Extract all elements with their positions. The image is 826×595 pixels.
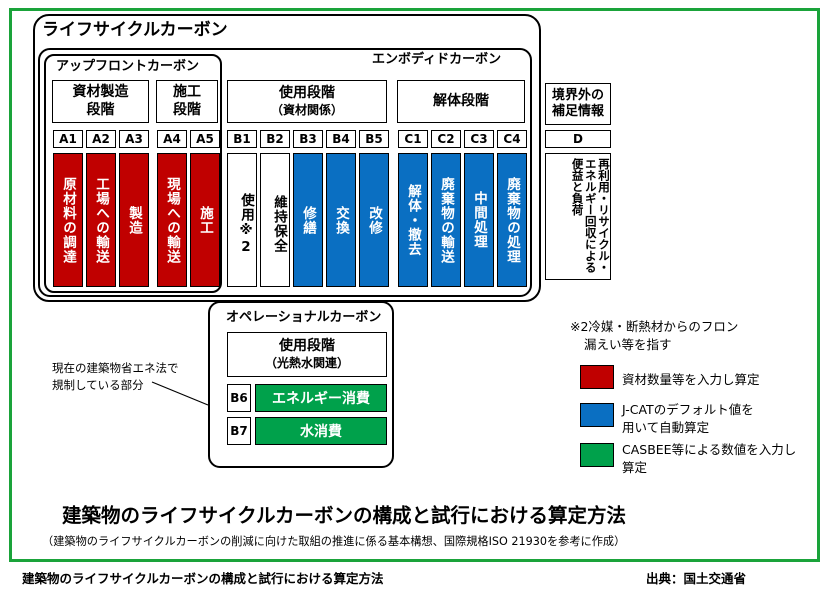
op-code-B6: B6: [227, 384, 251, 412]
footnote-line1: ※2冷媒・断熱材からのフロン: [570, 319, 739, 334]
module-column-B2: 維持保全: [260, 153, 290, 287]
main-subtitle: （建築物のライフサイクルカーボンの削減に向けた取組の推進に係る基本構想、国際規格…: [42, 535, 626, 548]
module-column-A3: 製造: [119, 153, 149, 287]
upfront-carbon-box: [44, 54, 222, 293]
module-column-B3: 修繕: [293, 153, 323, 287]
stage-construction-header: 施工段階: [156, 80, 218, 123]
stage-materials-line1: 資材製造: [72, 84, 129, 100]
module-code-C4: C4: [497, 130, 527, 148]
figure-frame: [9, 8, 820, 562]
module-code-A1: A1: [53, 130, 83, 148]
operational-carbon-title: オペレーショナルカーボン: [226, 310, 382, 325]
regulation-note-line2: 規制している部分: [52, 377, 144, 392]
legend-label-green-line1: CASBEE等による数値を入力し: [622, 442, 797, 457]
legend-label-blue-line1: J-CATのデフォルト値を: [622, 402, 754, 417]
module-column-A5: 施工: [190, 153, 220, 287]
stage-construction-line1: 施工: [173, 84, 201, 100]
legend-label-blue: J-CATのデフォルト値を 用いて自動算定: [622, 401, 754, 437]
module-column-B5: 改修: [359, 153, 389, 287]
module-column-A1: 原材料の調達: [53, 153, 83, 287]
module-column-C2: 廃棄物の輸送: [431, 153, 461, 287]
module-column-C4: 廃棄物の処理: [497, 153, 527, 287]
module-column-B4: 交換: [326, 153, 356, 287]
embodied-carbon-box: [38, 48, 532, 297]
module-column-A2: 工場への輸送: [86, 153, 116, 287]
module-code-B4: B4: [326, 130, 356, 148]
stage-boundary-line2: 補足情報: [551, 104, 604, 119]
footnote-line2: 漏えい等を指す: [584, 336, 672, 352]
operational-carbon-box: [208, 301, 394, 468]
op-use-line2: （光熱水関連）: [264, 355, 349, 370]
stage-boundary-line1: 境界外の: [551, 87, 604, 103]
legend-swatch-blue: [580, 403, 614, 427]
module-code-A5: A5: [190, 130, 220, 148]
stage-demolition-label: 解体段階: [433, 92, 489, 109]
legend-label-green-line2: 算定: [622, 460, 648, 476]
stage-materials-header: 資材製造段階: [52, 80, 149, 123]
stage-boundary-header: 境界外の補足情報: [545, 83, 611, 125]
module-code-C2: C2: [431, 130, 461, 148]
footnote: ※2冷媒・断熱材からのフロン 漏えい等を指す: [570, 318, 738, 353]
module-code-B3: B3: [293, 130, 323, 148]
module-code-B5: B5: [359, 130, 389, 148]
stage-demolition-header: 解体段階: [397, 80, 525, 123]
module-code-C3: C3: [464, 130, 494, 148]
op-use-stage-header: 使用段階（光熱水関連）: [227, 332, 387, 377]
legend-label-blue-line2: 用いて自動算定: [622, 420, 710, 436]
legend-label-red: 資材数量等を入力し算定: [622, 372, 760, 387]
stage-use-header: 使用段階（資材関係）: [227, 80, 387, 123]
stage-materials-line2: 段階: [86, 101, 115, 118]
module-code-D: D: [545, 130, 611, 148]
module-column-C1: 解体・撤去: [398, 153, 428, 287]
stage-use-line1: 使用段階: [278, 85, 335, 102]
module-code-A4: A4: [157, 130, 187, 148]
op-code-B7: B7: [227, 417, 251, 445]
module-code-A3: A3: [119, 130, 149, 148]
module-code-C1: C1: [398, 130, 428, 148]
upfront-carbon-title: アップフロントカーボン: [56, 59, 200, 74]
main-title: 建築物のライフサイクルカーボンの構成と試行における算定方法: [62, 504, 626, 527]
legend-swatch-green: [580, 443, 614, 467]
module-column-A4: 現場への輸送: [157, 153, 187, 287]
regulation-note: 現在の建築物省エネ法で 規制している部分: [52, 360, 179, 393]
op-water-consumption: 水消費: [255, 417, 387, 445]
legend-swatch-red: [580, 365, 614, 389]
caption-left: 建築物のライフサイクルカーボンの構成と試行における算定方法: [22, 571, 384, 586]
stage-use-line2: （資材関係）: [270, 102, 343, 117]
lifecycle-carbon-title: ライフサイクルカーボン: [42, 20, 228, 40]
caption-source: 出典：国土交通省: [646, 571, 747, 586]
module-code-B2: B2: [260, 130, 290, 148]
op-energy-consumption: エネルギー消費: [255, 384, 387, 412]
regulation-note-pointer: [151, 381, 209, 406]
module-column-C3: 中間処理: [464, 153, 494, 287]
module-code-A2: A2: [86, 130, 116, 148]
module-column-B1: 使用※2: [227, 153, 257, 287]
op-use-line1: 使用段階: [278, 338, 335, 355]
stage-construction-line2: 段階: [173, 101, 201, 118]
module-D-description: 再利用・リサイクル・エネルギー回収による便益と負荷: [545, 153, 611, 280]
legend-label-green: CASBEE等による数値を入力し 算定: [622, 441, 796, 477]
embodied-carbon-title: エンボディドカーボン: [372, 52, 502, 67]
module-code-B1: B1: [227, 130, 257, 148]
regulation-note-line1: 現在の建築物省エネ法で: [52, 361, 179, 375]
